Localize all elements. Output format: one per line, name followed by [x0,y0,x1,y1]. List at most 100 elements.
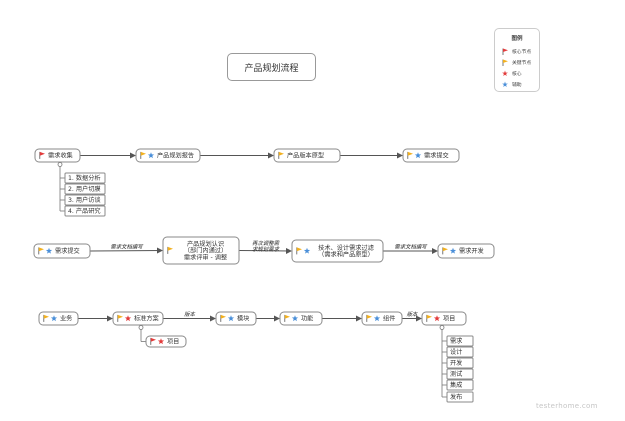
node-r3c5[interactable]: 集成 [446,379,474,391]
node-box [64,205,106,217]
node-box [38,311,79,326]
node-r1s3[interactable]: 3. 用户访谈 [64,194,106,206]
node-label: 1. 数据分析 [68,174,101,182]
yellow-flag-icon [167,246,173,254]
node-box [64,194,106,206]
node-r1s4[interactable]: 4. 产品研究 [64,205,106,217]
node-box [145,335,187,348]
sub-list-3-collapse-toggle [439,325,445,330]
node-label: 产品规划报告 [157,152,194,160]
node-label: 3. 用户访谈 [68,196,101,204]
legend-item-red-flag: 核心节点 [502,47,531,55]
node-box [279,311,323,326]
yellow-flag-icon [426,314,432,322]
node-label: 开发 [450,359,462,367]
node-box [33,243,91,259]
node-r3n2[interactable]: 标准方案 [112,311,164,326]
node-box [64,183,106,195]
node-label: 产品规划认识（部门内通过）需求评审 - 调整 [184,240,227,261]
blue-star-icon [303,247,311,254]
edge-label: 需求文档编写 [394,244,428,251]
node-label: 需求提交 [424,152,449,160]
blue-star-icon [147,152,155,159]
node-box [291,239,384,263]
node-box [446,346,474,358]
node-r3c4[interactable]: 测试 [446,368,474,380]
node-box [446,379,474,391]
yellow-flag-icon [442,247,448,255]
node-r2n2[interactable]: 产品规划认识（部门内通过）需求评审 - 调整 [162,236,240,265]
edge-label: 版本 [184,311,195,318]
blue-star-icon [449,247,457,254]
node-r3n3[interactable]: 模块 [215,311,257,326]
node-r2n4[interactable]: 需求开发 [437,243,495,259]
yellow-flag-icon [220,314,226,322]
node-box [361,311,403,326]
node-r1n1[interactable]: 需求收集 [34,148,81,163]
node-r1s1[interactable]: 1. 数据分析 [64,172,106,184]
edge-label: 再次调整需求规划需求 [252,240,280,253]
node-box [446,335,474,347]
node-r3s0[interactable]: 项目 [145,335,187,348]
edge-arrow [238,247,292,254]
node-label: 项目 [167,339,179,346]
node-label: 产品版本原型 [287,152,324,160]
node-r3n4[interactable]: 功能 [279,311,323,326]
watermark: testerhome.com [536,402,598,410]
yellow-flag-icon [296,247,302,255]
red-star-icon [124,315,132,322]
node-label: 项目 [443,316,455,323]
yellow-flag-icon [502,59,508,66]
node-box [135,148,201,163]
blue-star-icon [373,315,381,322]
node-label: 发布 [450,393,462,401]
blue-star-icon [227,315,235,322]
node-r3c6[interactable]: 发布 [446,391,474,403]
node-r3c3[interactable]: 开发 [446,357,474,369]
node-label: 需求 [450,337,462,345]
node-r3c1[interactable]: 需求 [446,335,474,347]
sub-list-1-collapse-toggle [57,162,63,167]
node-label: 组件 [383,315,395,323]
blue-star-icon [50,315,58,322]
legend-label: 辅助 [512,82,522,88]
node-r1s2[interactable]: 2. 用户切膜 [64,183,106,195]
red-star-icon [157,338,165,345]
node-box [215,311,257,326]
node-box [446,391,474,403]
blue-star-icon [502,81,508,87]
node-label: 模块 [237,315,249,323]
legend-item-yellow-flag: 关键节点 [502,58,531,66]
node-box [64,172,106,184]
red-flag-icon [150,337,156,345]
node-r1n3[interactable]: 产品版本原型 [273,148,341,163]
node-box [273,148,341,163]
node-label: 测试 [450,370,462,378]
yellow-flag-icon [407,151,413,159]
node-r2n1[interactable]: 需求提交 [33,243,91,259]
red-star-icon [502,70,508,76]
node-r3n1[interactable]: 业务 [38,311,79,326]
node-r3c2[interactable]: 设计 [446,346,474,358]
node-r1n4[interactable]: 需求提交 [402,148,460,163]
yellow-flag-icon [284,314,290,322]
node-label: 业务 [60,315,72,323]
node-label: 4. 产品研究 [68,207,101,215]
yellow-flag-icon [278,151,284,159]
legend-item-red-star: 核心 [502,69,522,77]
node-r2n3[interactable]: 技术、设计需求过滤（需求和产品原型） [291,239,384,263]
diagram-title: 产品规划流程 [227,53,316,81]
edge-arrow [89,247,163,254]
node-r3n5[interactable]: 组件 [361,311,403,326]
node-label: 需求开发 [459,247,484,255]
legend: 图例 核心节点 关键节点 核心 辅助 [494,28,540,92]
node-r3n6[interactable]: 项目 [421,311,467,326]
blue-star-icon [291,315,299,322]
blue-star-icon [414,152,422,159]
legend-item-blue-star: 辅助 [502,80,522,88]
node-box [421,311,467,326]
red-flag-icon [502,48,508,55]
node-r1n2[interactable]: 产品规划报告 [135,148,201,163]
node-label: 技术、设计需求过滤（需求和产品原型） [318,244,374,259]
